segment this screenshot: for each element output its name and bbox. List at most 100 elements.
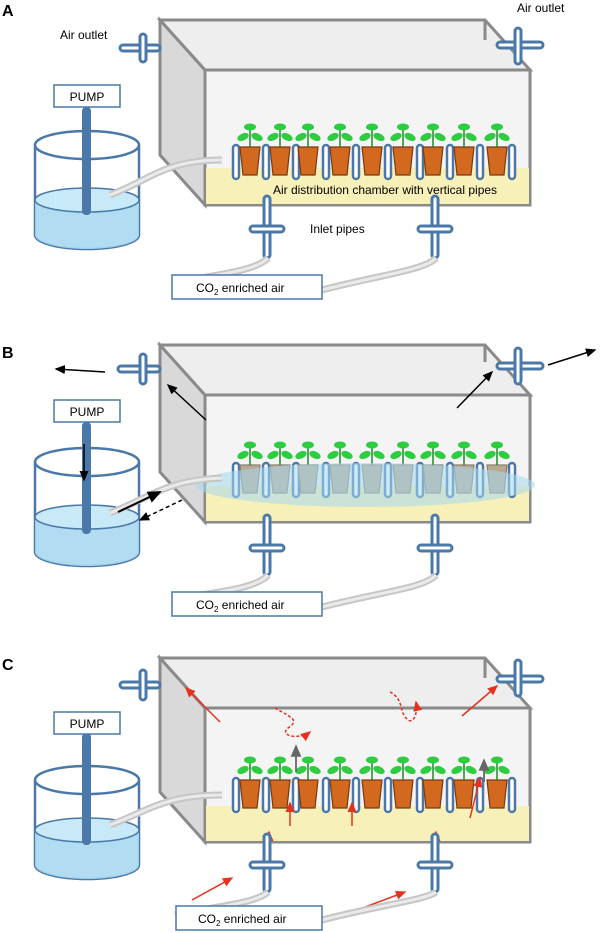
plant-leaf [420, 132, 432, 142]
plant-leaf [302, 756, 314, 764]
plant-leaf [274, 441, 286, 449]
pump-tank [33, 422, 141, 568]
air-outlet-left-label: Air outlet [60, 28, 108, 42]
plant-leaf [237, 132, 249, 142]
vertical-airflow-arrows [290, 744, 490, 782]
plant-leaf [237, 450, 249, 460]
plant-leaf [373, 132, 385, 142]
plant-leaf [427, 756, 439, 764]
pump-label: PUMP [70, 405, 105, 419]
air-outlet-right-label: Air outlet [517, 1, 565, 15]
plant-leaf [281, 132, 293, 142]
airflow-arrow [54, 365, 106, 375]
vertical-pipe [291, 776, 301, 814]
plant-leaf [427, 123, 439, 131]
vertical-pipe [445, 776, 455, 814]
co2-label: CO2 enriched air [198, 912, 287, 928]
plant-pot [361, 779, 383, 809]
panel-letter-b: B [2, 345, 14, 362]
plant-leaf [491, 756, 503, 764]
plant-leaf [458, 756, 470, 764]
plant-pot [453, 779, 475, 809]
plant-leaf [302, 123, 314, 131]
plant-leaf [434, 132, 446, 142]
plant-leaf [390, 765, 402, 775]
plant-pot [486, 779, 508, 809]
vertical-pipe [383, 776, 393, 814]
plant-leaf [465, 450, 477, 460]
plant-leaf [404, 450, 416, 460]
water-flow-arrow [117, 491, 162, 513]
plant-leaf [397, 123, 409, 131]
plant-leaf [295, 132, 307, 142]
vertical-pipe [415, 776, 425, 814]
plant-leaf [341, 132, 353, 142]
panel-c: C [2, 654, 545, 931]
plant-pot [361, 146, 383, 176]
airflow-arrow [547, 348, 597, 366]
pump-label: PUMP [70, 717, 105, 731]
plant-leaf [498, 132, 510, 142]
plant-leaf [334, 123, 346, 131]
plant-leaf [267, 450, 279, 460]
plant-leaf [404, 132, 416, 142]
vertical-pipe [507, 776, 517, 814]
plant-leaf [267, 765, 279, 775]
plant-pot [392, 146, 414, 176]
plant-leaf [498, 765, 510, 775]
plant-row [231, 123, 517, 181]
co2-label: CO2 enriched air [196, 281, 285, 297]
plant-leaf [465, 132, 477, 142]
plant-leaf [451, 765, 463, 775]
plant-leaf [244, 123, 256, 131]
air-outlet-right-valve [495, 346, 545, 386]
plant-leaf [251, 132, 263, 142]
plant-pot [239, 779, 261, 809]
plant-pot [453, 146, 475, 176]
plant-leaf [366, 441, 378, 449]
vertical-pipe [445, 143, 455, 181]
pump-tank [33, 107, 141, 251]
plant-leaf [309, 132, 321, 142]
pump-tank [33, 733, 141, 881]
plant-leaf [327, 765, 339, 775]
plant-leaf [267, 132, 279, 142]
vertical-pipe [291, 143, 301, 181]
plant-leaf [327, 450, 339, 460]
plant-leaf [281, 765, 293, 775]
plant-leaf [451, 450, 463, 460]
plant-leaf [359, 765, 371, 775]
plant-pot [422, 146, 444, 176]
plant-pot [269, 146, 291, 176]
co2-box [171, 274, 323, 300]
plant-leaf [295, 765, 307, 775]
airflow-arrow [166, 383, 207, 421]
plant-leaf [244, 441, 256, 449]
plant-leaf [484, 450, 496, 460]
vertical-pipe [415, 143, 425, 181]
plant-leaf [458, 441, 470, 449]
flood-water [195, 463, 535, 507]
plant-pot [329, 146, 351, 176]
plant-leaf [498, 450, 510, 460]
plant-leaf [295, 450, 307, 460]
panel-letter-c: C [2, 657, 14, 674]
vertical-pipe [261, 143, 271, 181]
plant-leaf [397, 756, 409, 764]
plant-leaf [334, 756, 346, 764]
box-top [156, 18, 534, 72]
pump-label: PUMP [70, 90, 105, 104]
plant-leaf [359, 132, 371, 142]
plant-leaf [397, 441, 409, 449]
vertical-pipe [321, 143, 331, 181]
plant-leaf [373, 450, 385, 460]
panel-letter-a: A [2, 3, 14, 20]
vertical-pipe [321, 776, 331, 814]
co2-label: CO2 enriched air [196, 598, 285, 614]
vertical-pipe [475, 776, 485, 814]
plant-leaf [366, 756, 378, 764]
plant-leaf [434, 450, 446, 460]
plant-leaf [334, 441, 346, 449]
air-outlet-left-valve [118, 32, 162, 64]
